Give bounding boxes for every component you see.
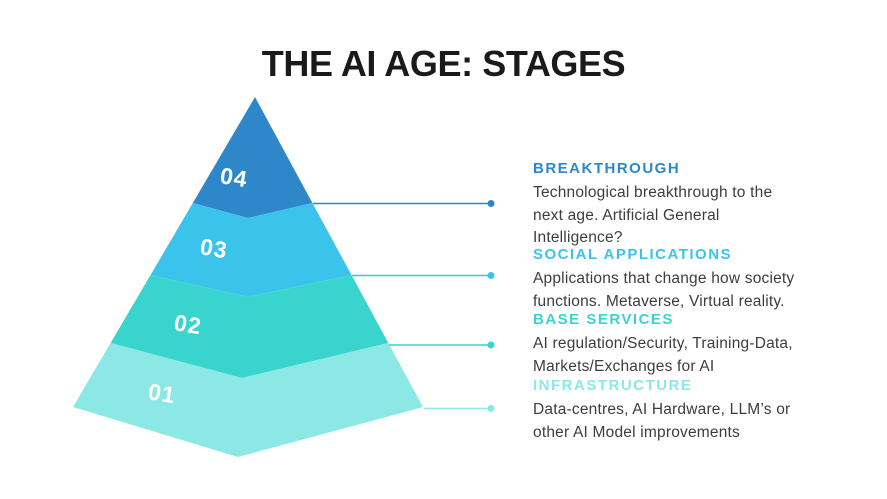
pyramid-level-number-04: 04 — [218, 162, 249, 192]
connector-dot-infrastructure — [487, 405, 495, 412]
stage-description-infrastructure: Data-centres, AI Hardware, LLM’s or othe… — [533, 399, 863, 444]
stage-description-line: other AI Model improvements — [533, 423, 740, 441]
stage-description-line: AI regulation/Security, Training-Data, — [533, 335, 793, 352]
connector-dot-base-services — [487, 341, 495, 349]
stage-description-base-services: AI regulation/Security, Training-Data, M… — [533, 333, 863, 378]
pyramid-level-number-01: 01 — [146, 378, 177, 408]
stage-description-line: Technological breakthrough to the — [533, 184, 773, 201]
stage-description-line: functions. Metaverse, Virtual reality. — [533, 292, 785, 310]
stage-group-infrastructure: INFRASTRUCTURE Data-centres, AI Hardware… — [533, 376, 863, 444]
stage-description-breakthrough: Technological breakthrough to the next a… — [533, 182, 863, 250]
stage-title-base-services: BASE SERVICES — [533, 311, 674, 328]
pyramid-level-number-03: 03 — [198, 233, 229, 263]
connector-dot-breakthrough — [487, 200, 495, 207]
pyramid-level-02 — [110, 275, 389, 378]
stage-description-social-applications: Applications that change how society fun… — [533, 268, 863, 313]
page-title: THE AI AGE: STAGES — [261, 43, 626, 84]
stage-group-breakthrough: BREAKTHROUGH Technological breakthrough … — [533, 159, 863, 250]
stage-legend: BREAKTHROUGH Technological breakthrough … — [533, 0, 863, 499]
pyramid-level-number-02: 02 — [172, 309, 203, 339]
stage-description-line: next age. Artificial General — [533, 206, 720, 224]
stage-title-breakthrough: BREAKTHROUGH — [533, 160, 681, 177]
pyramid-level-04 — [192, 97, 313, 218]
stage-description-line: Data-centres, AI Hardware, LLM’s or — [533, 401, 791, 418]
pyramid-level-03 — [150, 203, 352, 297]
connector-dot-social-applications — [487, 272, 495, 279]
pyramid-level-01 — [73, 343, 423, 457]
stage-description-line: Markets/Exchanges for AI — [533, 357, 715, 375]
stage-title-infrastructure: INFRASTRUCTURE — [533, 377, 693, 394]
stage-description-line: Applications that change how society — [533, 270, 795, 287]
stage-group-base-services: BASE SERVICES AI regulation/Security, Tr… — [533, 310, 863, 378]
stage-title-social-applications: SOCIAL APPLICATIONS — [533, 246, 733, 263]
stage-group-social-applications: SOCIAL APPLICATIONS Applications that ch… — [533, 245, 863, 313]
stage-description-line: Intelligence? — [533, 229, 623, 246]
